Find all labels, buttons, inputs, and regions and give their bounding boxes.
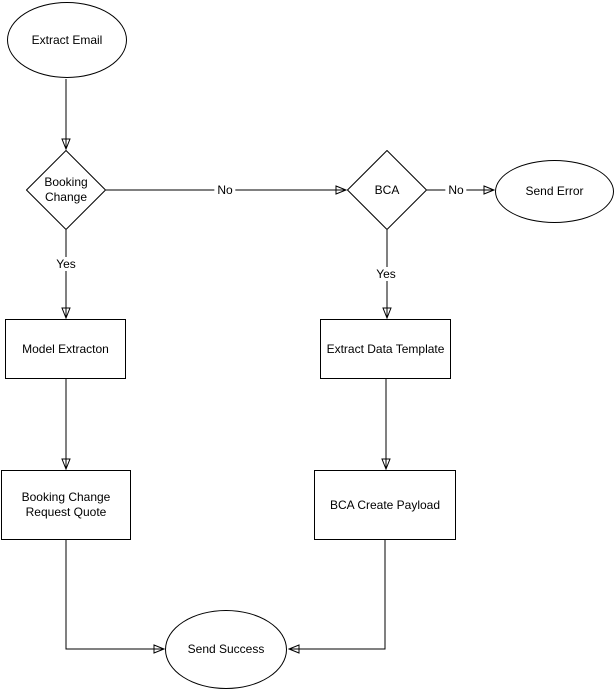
node-booking-change[interactable]: Booking Change [26, 150, 106, 230]
edge-label-booking-change-no: No [214, 183, 236, 197]
node-send-success[interactable]: Send Success [165, 610, 287, 689]
edge-label-booking-change-yes: Yes [53, 257, 79, 271]
node-extract-data-template[interactable]: Extract Data Template [320, 319, 451, 379]
edge-label-bca-yes: Yes [373, 267, 399, 281]
node-extract-email[interactable]: Extract Email [7, 2, 127, 78]
node-booking-change-label: Booking Change [44, 175, 88, 204]
node-model-extracton[interactable]: Model Extracton [5, 319, 126, 379]
node-model-extracton-label: Model Extracton [22, 341, 109, 356]
node-bca-create-payload[interactable]: BCA Create Payload [314, 470, 456, 540]
node-send-success-label: Send Success [187, 642, 265, 656]
node-send-error-label: Send Error [525, 184, 584, 198]
node-extract-data-template-label: Extract Data Template [326, 341, 445, 356]
node-booking-change-request-quote[interactable]: Booking Change Request Quote [1, 470, 131, 540]
diamond-shape [26, 150, 106, 230]
node-bca[interactable]: BCA [347, 150, 427, 230]
diamond-shape [347, 150, 427, 230]
node-send-error[interactable]: Send Error [495, 160, 614, 223]
edge-label-bca-no: No [445, 183, 467, 197]
node-booking-change-request-quote-label: Booking Change Request Quote [21, 490, 111, 519]
node-extract-email-label: Extract Email [31, 32, 103, 47]
edge-bca-create-payload-to-send-success [289, 540, 386, 649]
node-bca-label: BCA [374, 182, 400, 197]
edge-booking-change-request-quote-to-send-success [65, 540, 164, 649]
node-bca-create-payload-label: BCA Create Payload [329, 497, 441, 512]
